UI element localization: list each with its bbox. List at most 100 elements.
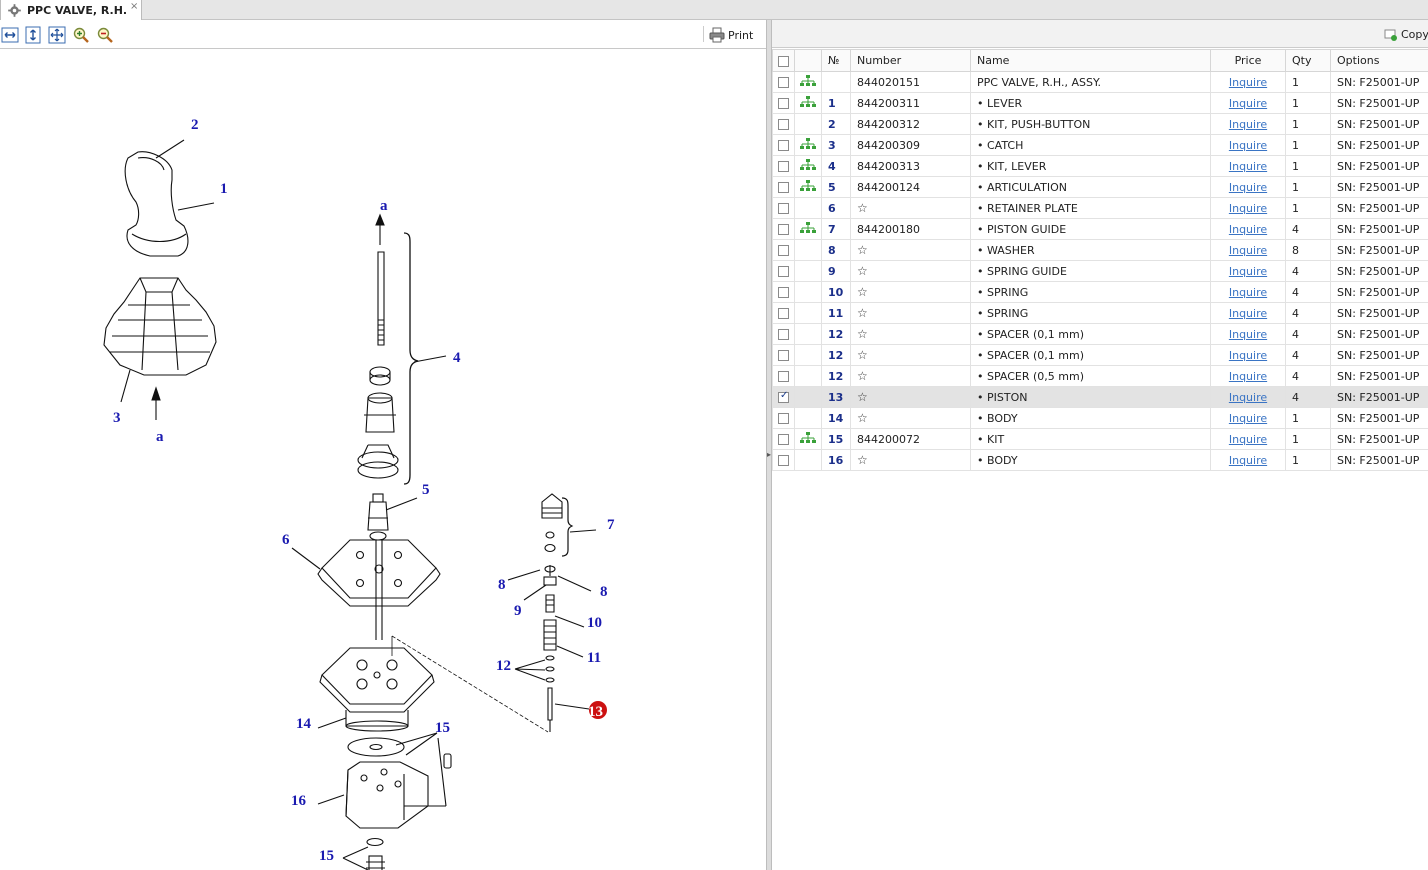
zoom-in-icon[interactable] [72, 26, 90, 44]
row-checkbox[interactable] [772, 407, 795, 429]
inquire-link[interactable]: Inquire [1228, 75, 1268, 89]
column-header-price[interactable]: Price [1210, 49, 1286, 72]
fit-width-icon[interactable] [1, 26, 19, 44]
hierarchy-icon[interactable] [800, 95, 816, 108]
fit-height-icon[interactable] [24, 26, 42, 44]
hierarchy-icon[interactable] [800, 158, 816, 171]
star-icon[interactable]: ☆ [857, 327, 868, 341]
row-no[interactable]: 4 [821, 155, 851, 177]
row-checkbox[interactable] [772, 134, 795, 156]
row-no[interactable]: 16 [821, 449, 851, 471]
inquire-link[interactable]: Inquire [1228, 117, 1268, 131]
inquire-link[interactable]: Inquire [1228, 264, 1268, 278]
row-no[interactable]: 8 [821, 239, 851, 261]
row-checkbox[interactable] [772, 218, 795, 240]
row-checkbox[interactable] [772, 449, 795, 471]
row-no[interactable]: 10 [821, 281, 851, 303]
row-no[interactable]: 12 [821, 344, 851, 366]
column-header-no[interactable]: № [821, 49, 851, 72]
star-icon[interactable]: ☆ [857, 285, 868, 299]
print-button[interactable]: Print [709, 26, 753, 44]
row-checkbox[interactable] [772, 386, 795, 408]
zoom-out-icon[interactable] [96, 26, 114, 44]
row-checkbox[interactable] [772, 302, 795, 324]
row-no[interactable]: 14 [821, 407, 851, 429]
inquire-link[interactable]: Inquire [1228, 432, 1268, 446]
row-checkbox[interactable] [772, 365, 795, 387]
tab-ppc-valve[interactable]: PPC VALVE, R.H. × [0, 0, 142, 20]
row-checkbox[interactable] [772, 71, 795, 93]
hierarchy-icon[interactable] [800, 137, 816, 150]
star-icon[interactable]: ☆ [857, 201, 868, 215]
row-no[interactable]: 13 [821, 386, 851, 408]
star-icon[interactable]: ☆ [857, 369, 868, 383]
row-no[interactable]: 6 [821, 197, 851, 219]
row-checkbox[interactable] [772, 428, 795, 450]
row-checkbox[interactable] [772, 344, 795, 366]
collapse-arrow-icon[interactable]: ▸ [767, 450, 772, 459]
inquire-link[interactable]: Inquire [1228, 411, 1268, 425]
column-header-name[interactable]: Name [970, 49, 1211, 72]
row-no[interactable]: 2 [821, 113, 851, 135]
star-icon[interactable]: ☆ [857, 264, 868, 278]
hierarchy-icon[interactable] [800, 179, 816, 192]
row-no[interactable] [821, 71, 851, 93]
row-no[interactable]: 7 [821, 218, 851, 240]
column-header-qty[interactable]: Qty [1285, 49, 1331, 72]
hierarchy-icon[interactable] [800, 74, 816, 87]
inquire-link[interactable]: Inquire [1228, 369, 1268, 383]
inquire-link[interactable]: Inquire [1228, 222, 1268, 236]
inquire-link[interactable]: Inquire [1228, 201, 1268, 215]
inquire-link[interactable]: Inquire [1228, 180, 1268, 194]
row-checkbox[interactable] [772, 323, 795, 345]
row-no[interactable]: 3 [821, 134, 851, 156]
row-no[interactable]: 5 [821, 176, 851, 198]
column-header-options[interactable]: Options [1330, 49, 1428, 72]
hierarchy-icon[interactable] [800, 221, 816, 234]
inquire-link[interactable]: Inquire [1228, 327, 1268, 341]
row-checkbox[interactable] [772, 260, 795, 282]
close-icon[interactable]: × [130, 1, 139, 12]
inquire-link[interactable]: Inquire [1228, 96, 1268, 110]
select-all-checkbox[interactable] [772, 49, 795, 72]
row-checkbox[interactable] [772, 92, 795, 114]
star-icon[interactable]: ☆ [857, 243, 868, 257]
star-icon[interactable]: ☆ [857, 306, 868, 320]
inquire-link[interactable]: Inquire [1228, 285, 1268, 299]
row-checkbox[interactable] [772, 113, 795, 135]
copy-button[interactable]: Copy [1384, 28, 1428, 41]
exploded-view-drawing[interactable]: 2 1 3 a a 4 5 6 7 8 8 9 10 11 12 14 15 1… [0, 50, 766, 870]
star-icon[interactable]: ☆ [857, 390, 868, 404]
inquire-link[interactable]: Inquire [1228, 306, 1268, 320]
column-header-number[interactable]: Number [850, 49, 971, 72]
row-checkbox[interactable] [772, 197, 795, 219]
inquire-link[interactable]: Inquire [1228, 138, 1268, 152]
row-no[interactable]: 15 [821, 428, 851, 450]
row-no[interactable]: 9 [821, 260, 851, 282]
inquire-link[interactable]: Inquire [1228, 348, 1268, 362]
row-no[interactable]: 12 [821, 365, 851, 387]
star-icon[interactable]: ☆ [857, 411, 868, 425]
row-checkbox[interactable] [772, 281, 795, 303]
row-no[interactable]: 1 [821, 92, 851, 114]
row-checkbox[interactable] [772, 155, 795, 177]
fit-all-icon[interactable] [48, 26, 66, 44]
inquire-link[interactable]: Inquire [1228, 243, 1268, 257]
